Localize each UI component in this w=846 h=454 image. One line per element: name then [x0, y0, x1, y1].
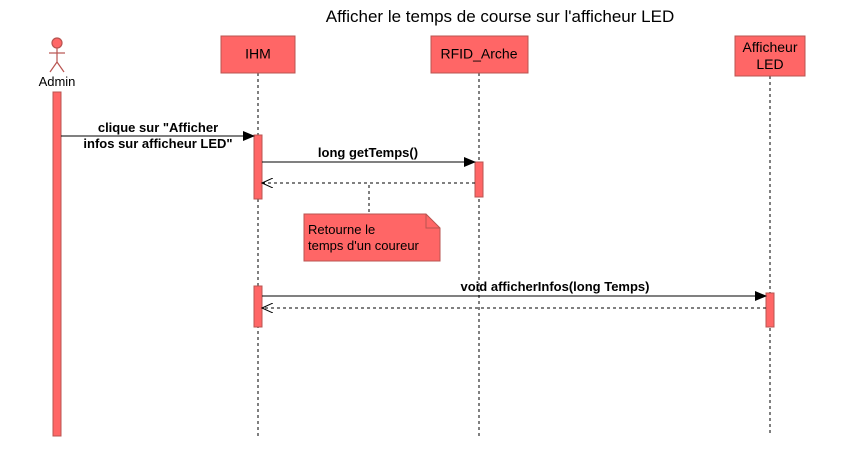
- activation-rfid: [474, 161, 484, 198]
- participant-rfid-arche: RFID_Arche: [430, 35, 529, 74]
- note-line1: Retourne le: [308, 222, 375, 237]
- activation-afficheur: [765, 292, 775, 328]
- participant-label-line1: Afficheur: [743, 39, 798, 55]
- participant-label: RFID_Arche: [440, 46, 517, 62]
- message-label-line1: clique sur "Afficher: [98, 120, 218, 135]
- message-get-temps: long getTemps(): [262, 145, 476, 167]
- participant-label-line2: LED: [756, 56, 783, 72]
- activation-admin: [52, 91, 62, 437]
- actor-admin: Admin: [39, 37, 76, 89]
- participant-afficheur-led: Afficheur LED: [734, 35, 806, 77]
- message-afficher-infos: void afficherInfos(long Temps): [262, 279, 767, 301]
- activation-ihm-1: [253, 134, 263, 200]
- stick-figure-icon: [49, 37, 65, 73]
- message-clique-afficher: clique sur "Afficher infos sur afficheur…: [61, 120, 255, 151]
- actor-label: Admin: [39, 74, 76, 89]
- note-line2: temps d'un coureur: [308, 238, 420, 253]
- lifelines: [257, 73, 771, 436]
- message-label: void afficherInfos(long Temps): [461, 279, 650, 294]
- diagram-title: Afficher le temps de course sur l'affich…: [326, 7, 674, 26]
- note-retour-temps: Retourne le temps d'un coureur: [303, 185, 441, 262]
- message-label-line2: infos sur afficheur LED": [83, 136, 232, 151]
- participant-ihm: IHM: [220, 35, 296, 74]
- message-label: long getTemps(): [318, 145, 418, 160]
- participant-label: IHM: [245, 46, 271, 62]
- activation-ihm-2: [253, 285, 263, 328]
